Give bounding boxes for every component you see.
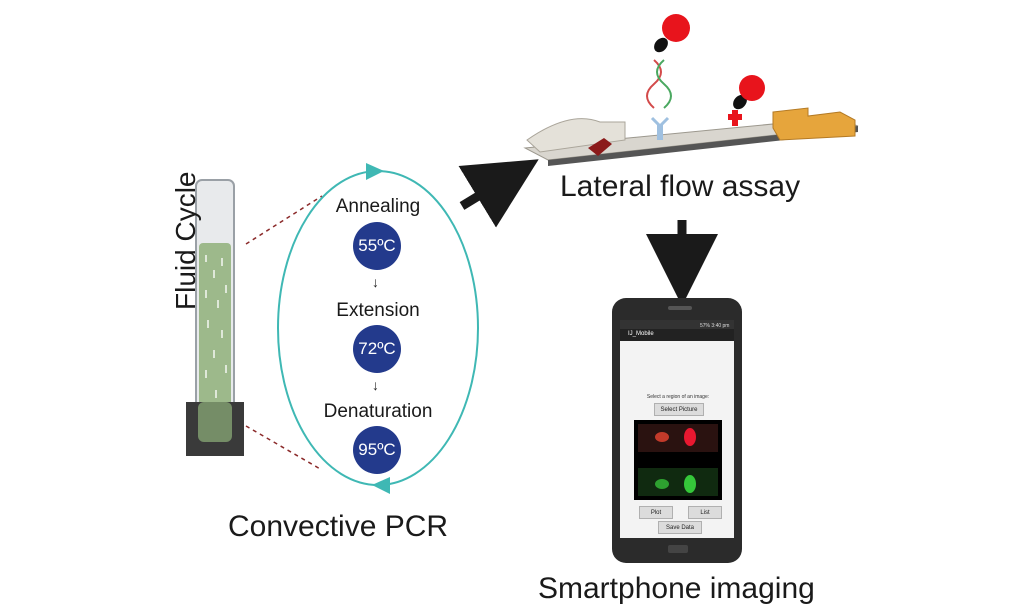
lateral-flow-strip [523,107,859,166]
select-picture-button[interactable]: Select Picture [654,403,704,416]
save-data-button[interactable]: Save Data [658,521,702,534]
phone-app-title: IJ_Mobile [628,331,654,337]
lateral-flow-label: Lateral flow assay [560,170,801,203]
convective-pcr-label: Convective PCR [228,510,449,543]
cycle-arrowhead-top [366,163,384,180]
smartphone-imaging-label: Smartphone imaging [538,572,815,605]
fluid-cycle-label: Fluid Cycle [170,171,201,310]
test-tube [186,179,244,456]
step-extension-label: Extension [336,300,420,321]
phone-prompt-text: Select a region of an image: [646,394,710,400]
smartphone [612,298,742,563]
step-annealing-label: Annealing [335,196,421,217]
temp-denaturation-badge: 95ºC [353,426,401,474]
cycle-arrowhead-bottom [372,477,390,494]
temp-extension-badge: 72ºC [353,325,401,373]
step-denaturation-label: Denaturation [323,401,433,422]
plot-button[interactable]: Plot [639,506,673,519]
down-arrow-icon: ↓ [372,274,379,290]
nanoparticle-icon [733,75,765,110]
arrow-to-lfa [458,159,539,228]
dna-probe-icon [646,14,690,109]
down-arrow-icon: ↓ [372,377,379,393]
list-button[interactable]: List [688,506,722,519]
temp-annealing-badge: 55ºC [353,222,401,270]
phone-status-bar: 57% 3:40 pm [700,323,730,329]
